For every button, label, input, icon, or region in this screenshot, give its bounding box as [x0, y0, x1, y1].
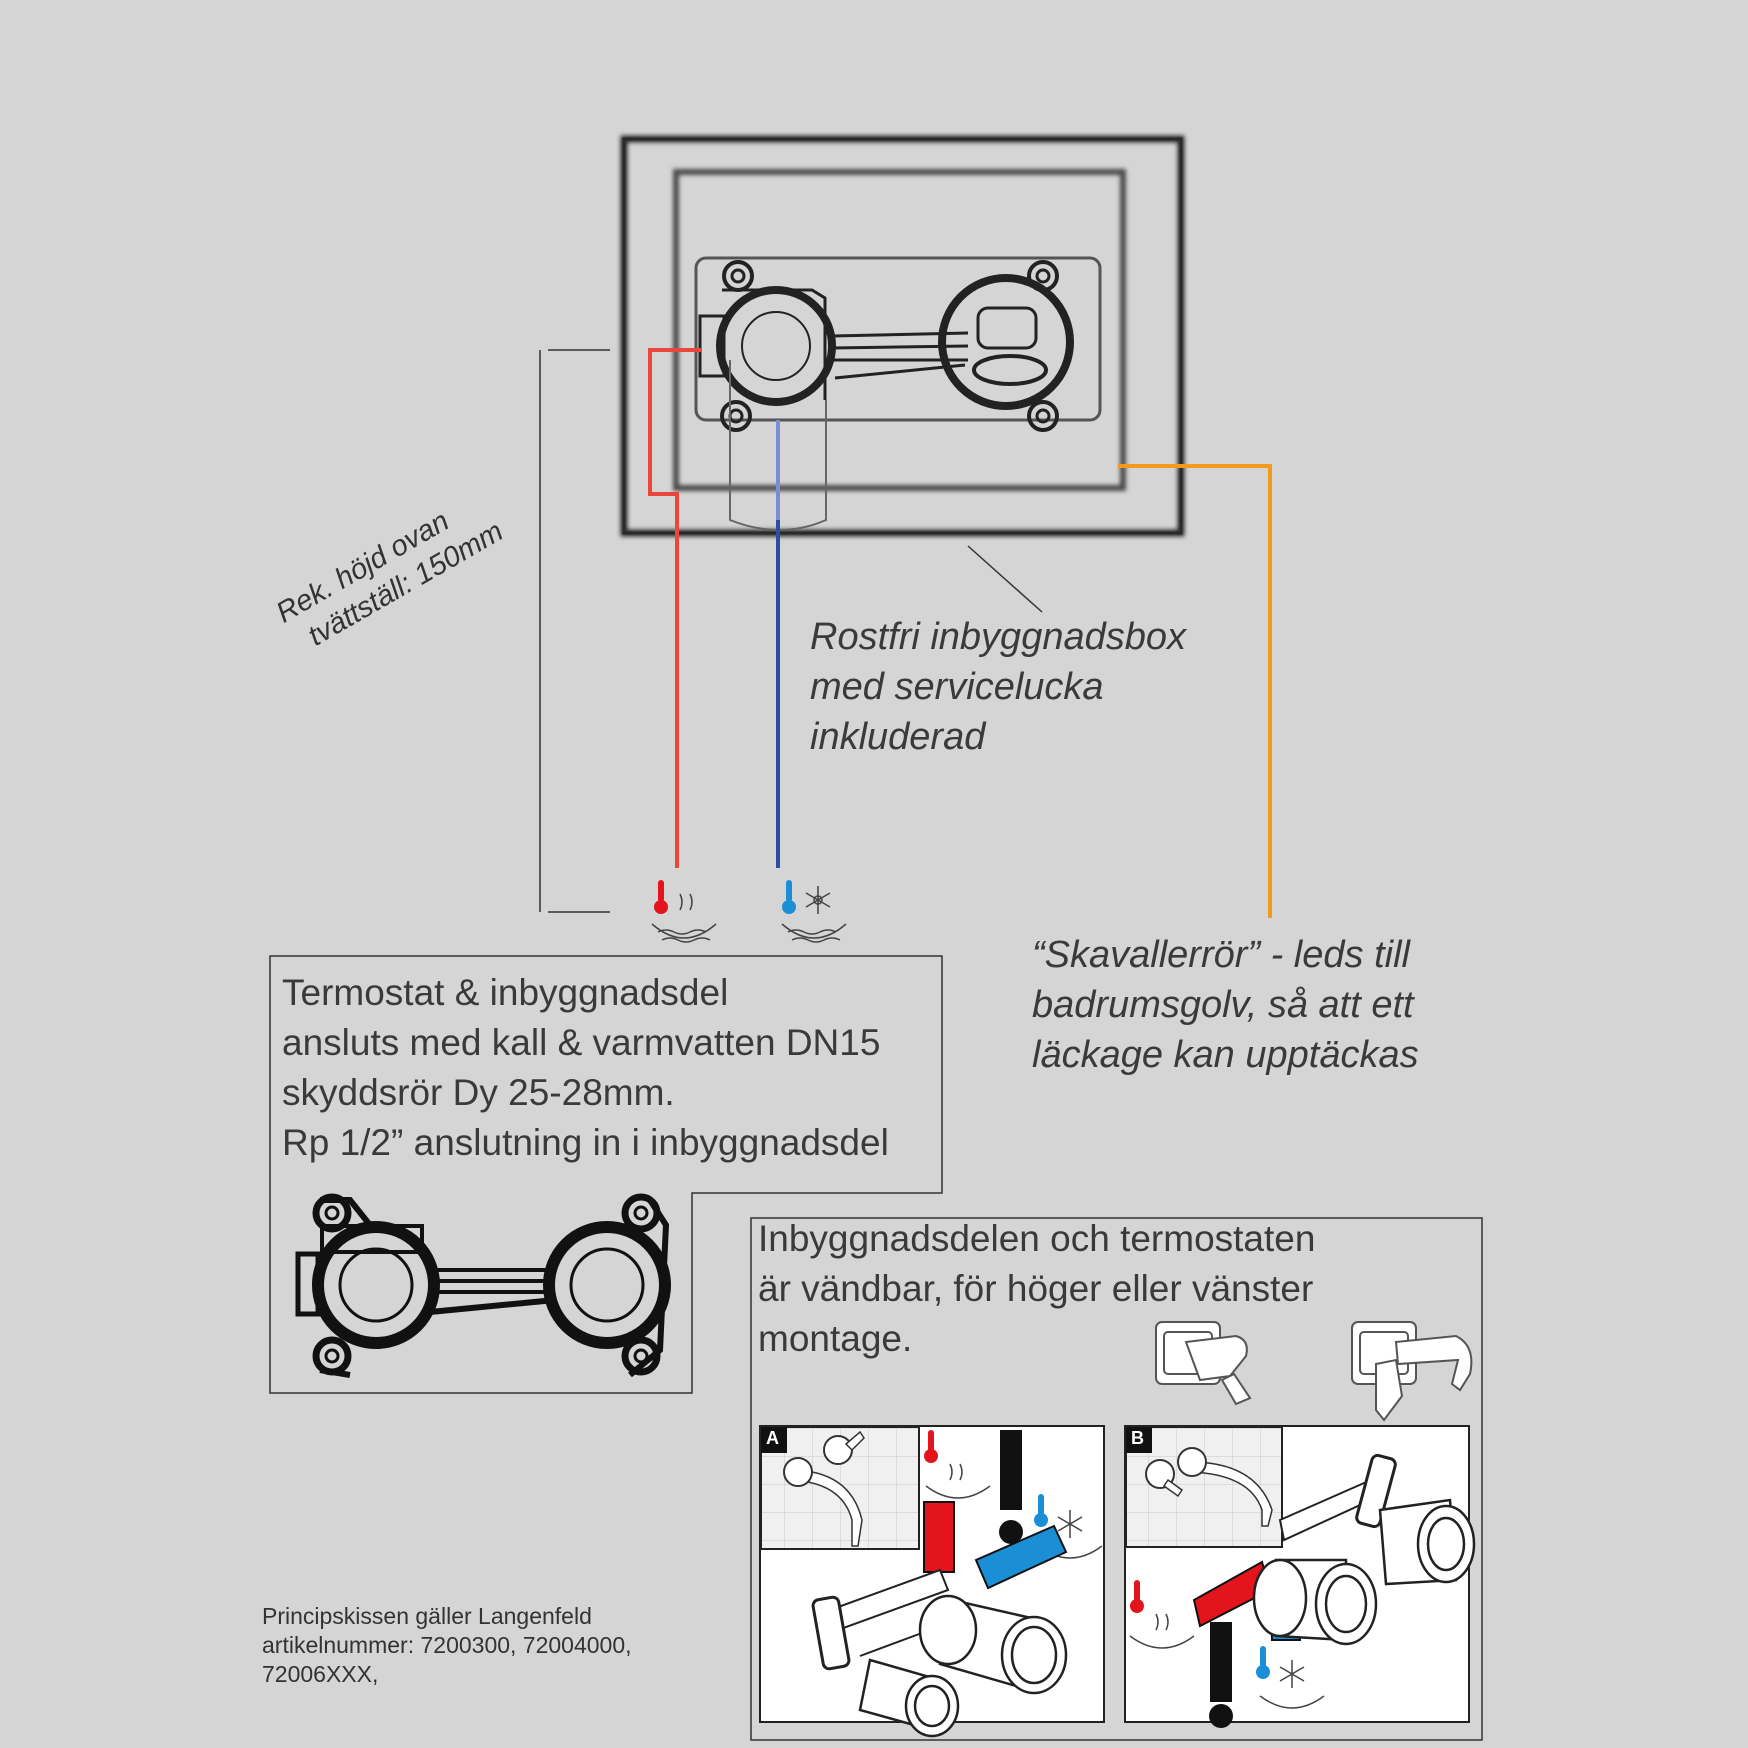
footnote-line: artikelnummer: 7200300, 72004000,	[262, 1632, 632, 1658]
hot-water-icon	[651, 880, 717, 943]
panel-a	[759, 1425, 1105, 1738]
box-leader-line	[967, 545, 1043, 613]
overflow-caption: “Skavallerrör” - leds till badrumsgolv, …	[1032, 930, 1419, 1080]
reversible-note-line: Inbyggnadsdelen och termostaten	[758, 1218, 1316, 1259]
box-caption: Rostfri inbyggnadsbox med servicelucka i…	[810, 612, 1186, 762]
connection-note-line: Termostat & inbyggnadsdel	[282, 972, 729, 1013]
hot-water-pipe	[648, 348, 702, 868]
reversible-note-line: är vändbar, för höger eller vänster	[758, 1268, 1314, 1309]
warning-icon	[1209, 1622, 1233, 1728]
panel-a-label: A	[766, 1428, 779, 1448]
valve-illustration	[295, 1193, 671, 1378]
connection-note: Termostat & inbyggnadsdel ansluts med ka…	[282, 968, 889, 1168]
connection-note-line: skyddsrör Dy 25-28mm.	[282, 1072, 675, 1113]
valve-body-top	[698, 260, 1074, 531]
overflow-caption-line: badrumsgolv, så att ett	[1032, 984, 1414, 1026]
inbuilt-box	[620, 135, 1185, 537]
faucet-icon	[1155, 1321, 1252, 1406]
overflow-caption-line: “Skavallerrör” - leds till	[1032, 934, 1410, 976]
footnote-line: 72006XXX,	[262, 1661, 379, 1687]
connection-note-frame	[269, 955, 943, 1394]
reversible-note-line: montage.	[758, 1318, 913, 1359]
hot-water-icon	[1129, 1580, 1195, 1649]
connection-note-line: Rp 1/2” anslutning in i inbyggnadsdel	[282, 1122, 889, 1163]
overflow-caption-line: läckage kan upptäckas	[1032, 1034, 1419, 1076]
overflow-pipe	[1118, 464, 1272, 918]
footnote: Principskissen gäller Langenfeld artikel…	[262, 1602, 632, 1689]
reversible-note-frame	[750, 1217, 1483, 1741]
height-dimension	[539, 349, 610, 913]
box-caption-line: Rostfri inbyggnadsbox	[810, 616, 1186, 658]
panel-b-label: B	[1131, 1428, 1144, 1448]
box-caption-line: inkluderad	[810, 716, 986, 758]
panel-b	[1124, 1425, 1476, 1728]
box-caption-line: med servicelucka	[810, 666, 1104, 708]
footnote-line: Principskissen gäller Langenfeld	[262, 1603, 592, 1629]
hot-water-icon	[924, 1430, 991, 1499]
cold-water-icon	[781, 880, 847, 943]
connection-note-line: ansluts med kall & varmvatten DN15	[282, 1022, 881, 1063]
faucet-icon	[1351, 1321, 1473, 1422]
cold-water-icon	[1256, 1646, 1325, 1709]
warning-icon	[999, 1430, 1023, 1544]
reversible-note: Inbyggnadsdelen och termostaten är vändb…	[758, 1214, 1315, 1364]
